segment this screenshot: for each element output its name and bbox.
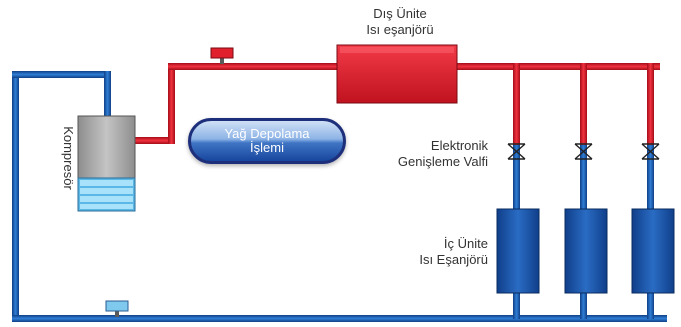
indoor-unit [631, 208, 675, 294]
valve-label-line-2: Genişleme Valfi [397, 154, 488, 169]
indoor-label-line-1: İç Ünite [443, 236, 488, 251]
oil-storage-tank: Yağ Depolama İşlemi [188, 118, 346, 164]
indoor-heat-exchanger-label: İç Ünite Isı Eşanjörü [350, 236, 488, 268]
outdoor-heat-exchanger-label: Dış Ünite Isı eşanjörü [330, 6, 470, 38]
expansion-valve-icon [574, 143, 593, 160]
valve-label-line-1: Elektronik [430, 138, 488, 153]
expansion-valve-label: Elektronik Genişleme Valfi [340, 138, 488, 170]
indoor-unit [564, 208, 608, 294]
blue-sensor-icon [105, 300, 129, 317]
expansion-valve-icon [641, 143, 660, 160]
indoor-unit [496, 208, 540, 294]
blue-branch-pipes [513, 145, 654, 211]
indoor-label-line-2: Isı Eşanjörü [419, 252, 488, 267]
outdoor-label-line-2: Isı eşanjörü [366, 22, 434, 37]
red-sensor-icon [210, 47, 234, 64]
expansion-valve-icon [507, 143, 526, 160]
blue-return-pipe [12, 71, 667, 322]
oil-storage-label-line-1: Yağ Depolama [224, 126, 310, 141]
oil-storage-label-line-2: İşlemi [250, 140, 284, 155]
outdoor-label-line-1: Dış Ünite [373, 6, 427, 21]
compressor-label: Kompresör [61, 126, 76, 190]
outdoor-heat-exchanger [336, 44, 458, 104]
compressor [77, 115, 136, 212]
oil-storage-label: Yağ Depolama İşlemi [191, 127, 343, 155]
